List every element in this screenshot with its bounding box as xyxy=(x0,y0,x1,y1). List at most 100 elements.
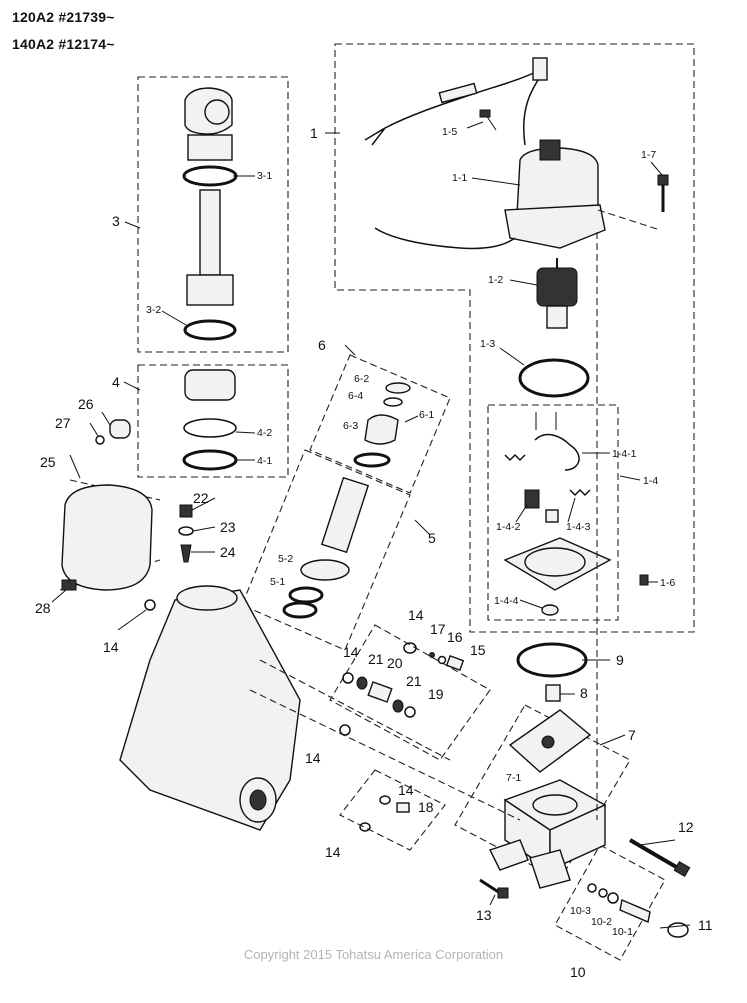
callout-1-7: 1-7 xyxy=(641,149,656,161)
washer-10-3 xyxy=(587,883,597,893)
wire-terminal xyxy=(364,127,386,146)
ring-10-2 xyxy=(598,888,608,898)
callout-1-4-2: 1-4-2 xyxy=(496,521,521,533)
valve-10-1 xyxy=(619,899,651,923)
seal-6-2 xyxy=(385,382,411,394)
o-ring-14c xyxy=(339,724,351,736)
callout-1-5: 1-5 xyxy=(442,126,457,138)
callout-1-4-1: 1-4-1 xyxy=(612,448,637,460)
o-ring-11 xyxy=(667,922,689,938)
wire-connector xyxy=(532,57,548,81)
group-6-box xyxy=(309,354,451,494)
brush-holder-center xyxy=(524,547,586,577)
motor-wire-1 xyxy=(384,69,541,129)
bolt-12-head xyxy=(673,860,691,878)
brush-lead-1-4-1 xyxy=(534,433,580,471)
pump-body-lower xyxy=(529,849,571,889)
o-ring-4-1 xyxy=(182,449,238,471)
housing-bore xyxy=(176,585,238,611)
model-line-2: 140A2 #12174~ xyxy=(12,36,115,52)
callout-28: 28 xyxy=(35,600,51,616)
callout-23: 23 xyxy=(220,519,236,535)
cylinder-rod xyxy=(199,189,221,276)
o-ring-5-1a xyxy=(288,586,324,604)
motor-terminal-block xyxy=(539,139,561,161)
copyright-notice: Copyright 2015 Tohatsu America Corporati… xyxy=(243,947,504,962)
group-4-box xyxy=(137,364,289,478)
callout-10-1: 10-1 xyxy=(612,926,633,938)
callout-20: 20 xyxy=(387,655,403,671)
cylinder-assembly xyxy=(182,87,238,341)
screw-13-head xyxy=(497,887,509,899)
callout-26: 26 xyxy=(78,396,94,412)
axis-line-2 xyxy=(249,689,521,821)
callout-1-4-3: 1-4-3 xyxy=(566,521,591,533)
seal-1-4-4 xyxy=(541,604,559,616)
cylinder-top-thread xyxy=(187,134,233,161)
main-housing xyxy=(119,585,301,831)
callout-5: 5 xyxy=(428,530,436,546)
group-1-4-box xyxy=(487,404,619,621)
motor-wire-2 xyxy=(522,69,546,146)
callout-14-d: 14 xyxy=(398,782,414,798)
callout-3-2: 3-2 xyxy=(146,304,161,316)
ring-6-4 xyxy=(383,397,403,407)
callout-12: 12 xyxy=(678,819,694,835)
callout-10-3: 10-3 xyxy=(570,905,591,917)
valve-20 xyxy=(367,681,393,703)
callout-1-4-4: 1-4-4 xyxy=(494,595,519,607)
ball-17 xyxy=(429,652,435,658)
callout-24: 24 xyxy=(220,544,236,560)
plug-15 xyxy=(445,655,465,671)
callout-6-2: 6-2 xyxy=(354,373,369,385)
callout-6-4: 6-4 xyxy=(348,390,363,402)
leader-lines xyxy=(51,121,691,929)
o-ring-14e xyxy=(359,822,371,832)
callout-9: 9 xyxy=(616,652,624,668)
callout-5-1: 5-1 xyxy=(270,576,285,588)
brush-spring-1 xyxy=(504,453,526,462)
callout-10-2: 10-2 xyxy=(591,916,612,928)
motor-assembly xyxy=(364,57,669,616)
pump-port xyxy=(489,839,529,871)
o-ring-14b xyxy=(342,672,354,684)
bolt-12 xyxy=(628,838,680,870)
gear-plate-hub xyxy=(541,735,555,749)
ground-wire xyxy=(374,227,516,250)
o-ring-9 xyxy=(516,642,588,678)
callout-1-6: 1-6 xyxy=(660,577,675,589)
brush-spring-1-4-3 xyxy=(569,488,591,497)
o-ring-19 xyxy=(404,706,416,718)
piston-4 xyxy=(184,369,236,401)
callout-10: 10 xyxy=(570,964,586,980)
callout-22: 22 xyxy=(193,490,209,506)
ring-10-2b xyxy=(607,892,619,904)
o-ring-23 xyxy=(178,526,194,536)
callout-15: 15 xyxy=(470,642,486,658)
callout-1-3: 1-3 xyxy=(480,338,495,350)
valve-24 xyxy=(180,544,192,563)
bolt-1-6 xyxy=(639,574,649,586)
brush-1-4-2 xyxy=(524,489,540,509)
o-ring-1-3 xyxy=(518,358,590,398)
callout-11: 11 xyxy=(698,917,713,933)
callout-27: 27 xyxy=(55,415,71,431)
callout-14-b: 14 xyxy=(343,644,359,660)
callout-4-2: 4-2 xyxy=(257,427,272,439)
screw-13 xyxy=(479,878,501,895)
cap-6-1 xyxy=(364,414,399,445)
callout-14-c: 14 xyxy=(305,750,321,766)
rod-5 xyxy=(320,476,370,554)
callout-labels: 1 1-5 1-1 1-7 1-2 1-3 1-4-1 1-4 1-4-2 1-… xyxy=(35,125,713,980)
callout-1-2: 1-2 xyxy=(488,274,503,286)
callout-7: 7 xyxy=(628,727,636,743)
armature-commutator xyxy=(546,305,568,329)
cylinder-eye-bore xyxy=(204,99,230,125)
bolt-1-7-guide xyxy=(597,209,661,231)
ring-27 xyxy=(95,435,105,445)
group-28-line xyxy=(59,559,161,591)
piston-5-2 xyxy=(300,559,350,581)
callout-14-e: 14 xyxy=(325,844,341,860)
spring-16 xyxy=(437,655,447,665)
group-18-box xyxy=(339,769,446,851)
